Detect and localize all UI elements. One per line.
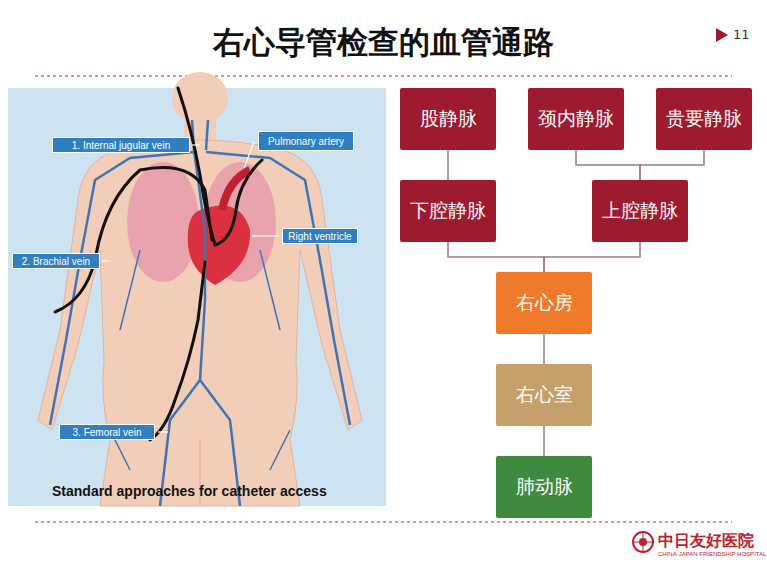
node-text: 1. Internal jugular vein bbox=[72, 140, 170, 151]
node-text: 股静脉 bbox=[420, 106, 477, 132]
process-box: 上腔静脉 bbox=[592, 180, 688, 242]
node-text: Right ventricle bbox=[288, 231, 351, 242]
leader-lines bbox=[102, 142, 279, 432]
figure-caption: Standard approaches for catheter access bbox=[52, 483, 327, 499]
illustration-bg bbox=[8, 88, 386, 506]
node-text: 2. Brachial vein bbox=[22, 256, 90, 267]
connector-line bbox=[447, 150, 449, 180]
callout-label: 3. Femoral vein bbox=[59, 424, 155, 440]
dashed-rule bbox=[35, 522, 732, 523]
process-box: 股静脉 bbox=[400, 88, 496, 150]
callout-label: Right ventricle bbox=[282, 228, 358, 244]
process-box: 右心房 bbox=[496, 272, 592, 334]
node-text: 上腔静脉 bbox=[602, 198, 678, 224]
callout-label: 1. Internal jugular vein bbox=[52, 137, 190, 153]
process-box: 贵要静脉 bbox=[656, 88, 752, 150]
node-text: Pulmonary artery bbox=[268, 136, 344, 147]
page-number: 11 bbox=[733, 27, 750, 42]
node-text: 下腔静脉 bbox=[410, 198, 486, 224]
slide-title: 右心导管检查的血管通路 bbox=[0, 22, 767, 64]
node-text: 肺动脉 bbox=[516, 474, 573, 500]
process-box: 肺动脉 bbox=[496, 456, 592, 518]
hospital-name-en: CHINA-JAPAN FRIENDSHIP HOSPITAL bbox=[658, 551, 766, 557]
connector-line bbox=[544, 242, 640, 272]
body-figure bbox=[38, 72, 362, 506]
node-text: 3. Femoral vein bbox=[73, 427, 142, 438]
callout-label: Pulmonary artery bbox=[258, 131, 354, 151]
connector-line bbox=[576, 150, 640, 180]
connector-line bbox=[543, 334, 545, 364]
node-text: 颈内静脉 bbox=[538, 106, 614, 132]
node-text: 右心房 bbox=[516, 290, 573, 316]
process-box: 右心室 bbox=[496, 364, 592, 426]
dashed-rule bbox=[35, 76, 732, 77]
connector-line bbox=[543, 426, 545, 456]
process-box: 下腔静脉 bbox=[400, 180, 496, 242]
node-text: 贵要静脉 bbox=[666, 106, 742, 132]
node-text: 右心室 bbox=[516, 382, 573, 408]
hospital-name: 中日友好医院 bbox=[658, 531, 754, 552]
page-marker bbox=[716, 28, 728, 42]
process-box: 颈内静脉 bbox=[528, 88, 624, 150]
hospital-emblem bbox=[633, 532, 653, 552]
callout-label: 2. Brachial vein bbox=[12, 253, 100, 269]
connector-line bbox=[640, 150, 704, 180]
connector-line bbox=[448, 242, 544, 272]
